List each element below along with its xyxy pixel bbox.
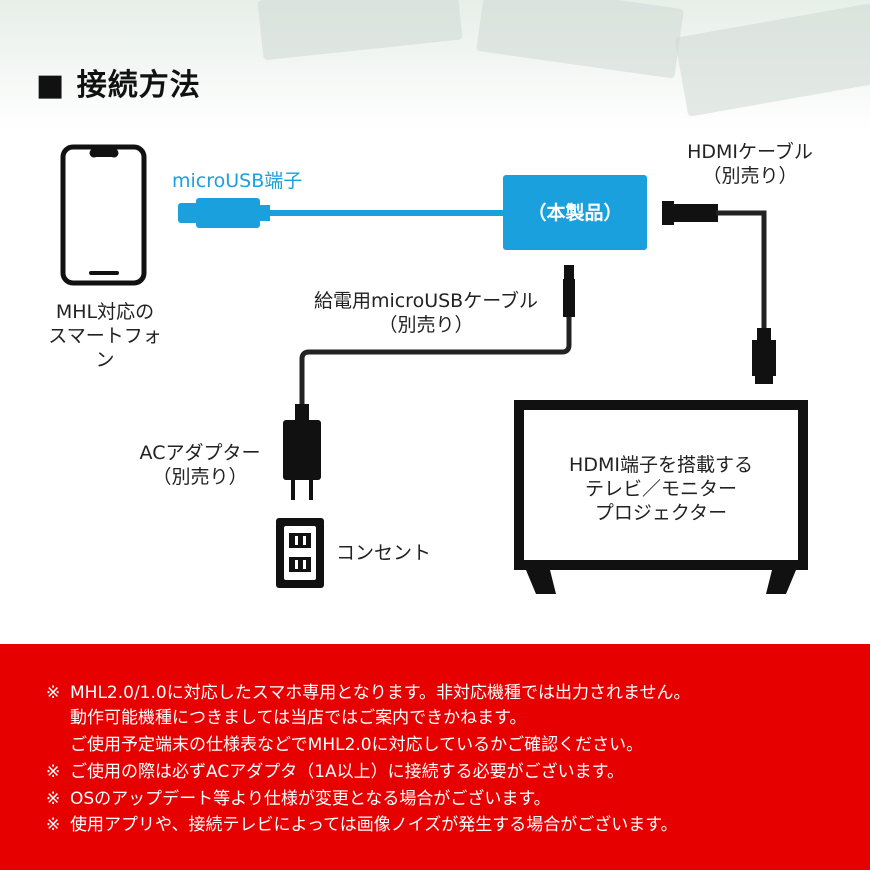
note-item: ※ ご使用の際は必ずACアダプタ（1A以上）に接続する必要がございます。 xyxy=(46,762,624,782)
note-mark: ※ xyxy=(46,815,61,835)
ac-adapter-label-line: ACアダプター xyxy=(139,442,261,464)
note-mark: ※ xyxy=(46,762,61,782)
hdmi-cable-label: HDMIケーブル （別売り） xyxy=(670,140,830,188)
note-item: ※ OSのアップデート等より仕様が変更となる場合がございます。 xyxy=(46,789,551,809)
power-cable-label: 給電用microUSBケーブル （別売り） xyxy=(296,289,556,337)
note-item: 動作可能機種につきましては当店ではご案内できかねます。 xyxy=(46,708,526,728)
note-text: ご使用予定端末の仕様表などでMHL2.0に対応しているかご確認ください。 xyxy=(70,735,644,755)
product-label: （本製品） xyxy=(527,202,623,224)
note-item: ご使用予定端末の仕様表などでMHL2.0に対応しているかご確認ください。 xyxy=(46,735,643,755)
ac-adapter-label-line: （別売り） xyxy=(152,466,248,488)
connection-diagram xyxy=(60,144,808,594)
power-cable-icon xyxy=(295,265,575,422)
note-text: 動作可能機種につきましては当店ではご案内できかねます。 xyxy=(70,708,527,728)
tv-label-line: HDMI端子を搭載する xyxy=(569,454,753,476)
ac-adapter-icon xyxy=(283,420,321,500)
tv-icon xyxy=(514,400,808,594)
tv-label-line: テレビ／モニター xyxy=(584,478,737,500)
microusb-plug-icon xyxy=(178,198,270,228)
note-text: 使用アプリや、接続テレビによっては画像ノイズが発生する場合がございます。 xyxy=(70,815,678,835)
smartphone-label: MHL対応の スマートフォン xyxy=(40,300,170,372)
notes-panel xyxy=(0,644,870,870)
hdmi-cable-label-line: （別売り） xyxy=(702,165,798,187)
hdmi-cable-icon xyxy=(662,201,776,384)
header-banner xyxy=(0,0,870,130)
power-cable-label-line: （別売り） xyxy=(378,314,474,336)
note-item: ※ 使用アプリや、接続テレビによっては画像ノイズが発生する場合がございます。 xyxy=(46,815,678,835)
product-box xyxy=(503,175,647,250)
note-text: MHL2.0/1.0に対応したスマホ専用となります。非対応機種では出力されません… xyxy=(70,683,691,703)
tv-label: HDMI端子を搭載する テレビ／モニター プロジェクター xyxy=(524,453,798,525)
smartphone-icon xyxy=(60,144,147,286)
page-title: ■ 接続方法 xyxy=(36,68,201,103)
note-mark: ※ xyxy=(46,789,61,809)
note-mark: ※ xyxy=(46,683,61,703)
ac-adapter-label: ACアダプター （別売り） xyxy=(130,441,270,489)
smartphone-label-line: MHL対応の xyxy=(55,301,155,323)
hdmi-cable-label-line: HDMIケーブル xyxy=(687,141,813,163)
note-text: ご使用の際は必ずACアダプタ（1A以上）に接続する必要がございます。 xyxy=(70,762,624,782)
smartphone-label-line: スマートフォン xyxy=(48,325,162,371)
note-text: OSのアップデート等より仕様が変更となる場合がございます。 xyxy=(70,789,551,809)
power-cable-label-line: 給電用microUSBケーブル xyxy=(313,290,539,312)
tv-label-line: プロジェクター xyxy=(594,502,728,524)
outlet-icon xyxy=(276,518,324,588)
microusb-port-label: microUSB端子 xyxy=(172,170,303,192)
note-item: ※ MHL2.0/1.0に対応したスマホ専用となります。非対応機種では出力されませ… xyxy=(46,683,691,703)
outlet-label: コンセント xyxy=(336,542,432,564)
